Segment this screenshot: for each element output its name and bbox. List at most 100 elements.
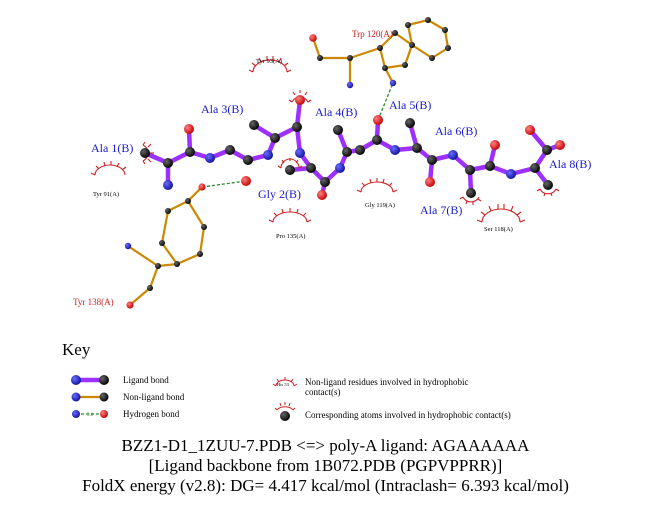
- atoms: [124, 17, 565, 309]
- atom-carbon: [163, 158, 173, 168]
- atom-carbon: [465, 165, 475, 175]
- key-his-example: His 53: [277, 382, 290, 387]
- key-nonligand-bond-symbol: [71, 392, 109, 402]
- atom-oxygen: [184, 124, 194, 134]
- atom-carbon: [185, 198, 191, 204]
- key-nonligand-bond-label: Non-ligand bond: [123, 392, 185, 402]
- atom-carbon: [147, 285, 153, 291]
- atom-oxygen: [425, 177, 435, 187]
- atom-carbon: [165, 208, 171, 214]
- key-nonligand-residues-line2: contact(s): [305, 387, 341, 397]
- caption-line3: FoldX energy (v2.8): DG= 4.417 kcal/mol …: [82, 476, 569, 495]
- plot-caption: BZZ1-D1_1ZUU-7.PDB <=> poly-A ligand: AG…: [0, 436, 651, 496]
- label-gly119: Gly 119(A): [365, 202, 395, 209]
- arc-tyr91: [90, 161, 127, 176]
- atom-carbon: [243, 155, 253, 165]
- atom-carbon: [159, 240, 165, 246]
- arc-pro135: [268, 208, 312, 223]
- atom-oxygen: [525, 125, 535, 135]
- atom-carbon: [542, 145, 552, 155]
- atom-nitrogen: [124, 242, 132, 250]
- atom-carbon: [270, 133, 280, 143]
- key-legend: Key 3.0 His 53: [0, 338, 651, 438]
- arc-gly119: [356, 178, 398, 193]
- arc-ser118: [476, 204, 526, 223]
- atom-nitrogen: [506, 169, 516, 179]
- label-ala8: Ala 8(B): [549, 157, 591, 171]
- atom-carbon: [306, 163, 316, 173]
- atom-carbon: [249, 120, 259, 130]
- key-hydrogen-bond-symbol: 3.0: [72, 410, 108, 418]
- arc-gly2-atom: [277, 158, 303, 169]
- key-symbols: 3.0 His 53: [71, 375, 298, 421]
- atom-carbon: [225, 145, 235, 155]
- key-hydrogen-bond-label: Hydrogen bond: [123, 409, 180, 419]
- atom-carbon: [485, 161, 495, 171]
- atom-nitrogen: [346, 81, 354, 89]
- label-gly2: Gly 2(B): [258, 187, 301, 201]
- atom-nitrogen: [448, 150, 458, 160]
- label-tyr91: Tyr 91(A): [93, 191, 119, 198]
- atom-carbon: [333, 125, 343, 135]
- atom-carbon: [466, 188, 476, 198]
- atom-carbon: [412, 143, 422, 153]
- atom-carbon: [372, 135, 382, 145]
- atom-carbon: [429, 55, 435, 61]
- key-nonligand-residues-line1: Non-ligand residues involved in hydropho…: [305, 377, 469, 387]
- key-corresponding-atoms-label: Corresponding atoms involved in hydropho…: [305, 410, 511, 420]
- atom-carbon: [292, 122, 302, 132]
- tyr138-bonds: [126, 185, 206, 307]
- atom-carbon: [320, 177, 330, 187]
- atom-carbon: [201, 224, 207, 230]
- atom-oxygen: [317, 190, 327, 200]
- atom-carbon: [285, 165, 295, 175]
- arc-tyr93: [248, 56, 292, 73]
- atom-carbon: [382, 65, 388, 71]
- arc-ala8-atom: [536, 188, 560, 197]
- atom-carbon: [185, 147, 195, 157]
- atom-carbon: [530, 163, 540, 173]
- atom-carbon: [392, 30, 398, 36]
- label-ala6: Ala 6(B): [435, 124, 477, 138]
- atom-nitrogen: [335, 163, 345, 173]
- arc-ala7-atom: [459, 196, 482, 205]
- atom-carbon: [409, 42, 415, 48]
- atom-oxygen: [126, 301, 134, 309]
- key-hydrophobic-residue-symbol: [272, 377, 298, 387]
- atom-nitrogen: [295, 148, 305, 158]
- atom-carbon: [155, 263, 161, 269]
- atom-oxygen: [295, 95, 305, 105]
- atom-nitrogen: [263, 150, 273, 160]
- atom-oxygen: [198, 183, 206, 191]
- label-ser118: Ser 118(A): [484, 226, 513, 233]
- atom-nitrogen: [205, 153, 215, 163]
- atom-carbon: [342, 147, 352, 157]
- atom-nitrogen: [163, 180, 173, 190]
- label-trp120: Trp 120(A): [352, 29, 393, 39]
- atom-carbon: [377, 45, 383, 51]
- key-title: Key: [62, 340, 91, 359]
- key-ligand-bond-label: Ligand bond: [123, 375, 169, 385]
- atom-nitrogen: [390, 145, 400, 155]
- atom-carbon: [442, 27, 448, 33]
- label-tyr138: Tyr 138(A): [73, 297, 114, 307]
- caption-line2: [Ligand backbone from 1B072.PDB (PGPVPPR…: [148, 456, 503, 475]
- atom-carbon: [425, 17, 431, 23]
- label-ala4: Ala 4(B): [315, 105, 357, 119]
- ligplot-diagram: Ala 1(B) Gly 2(B) Ala 3(B) Ala 4(B) Ala …: [73, 17, 591, 309]
- label-ala5: Ala 5(B): [389, 98, 431, 112]
- label-pro135: Pro 135(A): [276, 233, 305, 240]
- atom-carbon: [543, 180, 553, 190]
- key-nonligand-residues-label: Non-ligand residues involved in hydropho…: [305, 377, 468, 397]
- atom-oxygen: [555, 140, 565, 150]
- hydrophobic-arcs: [90, 56, 560, 223]
- atom-carbon: [347, 55, 353, 61]
- key-corresponding-atom-symbol: [274, 402, 296, 421]
- label-ala3: Ala 3(B): [201, 102, 243, 116]
- atom-oxygen: [241, 176, 251, 186]
- atom-carbon: [402, 62, 408, 68]
- atom-carbon: [405, 118, 415, 128]
- label-tyr93: Tyr 93(A): [256, 58, 282, 65]
- atom-carbon: [445, 45, 451, 51]
- key-ligand-bond-symbol: [71, 375, 109, 385]
